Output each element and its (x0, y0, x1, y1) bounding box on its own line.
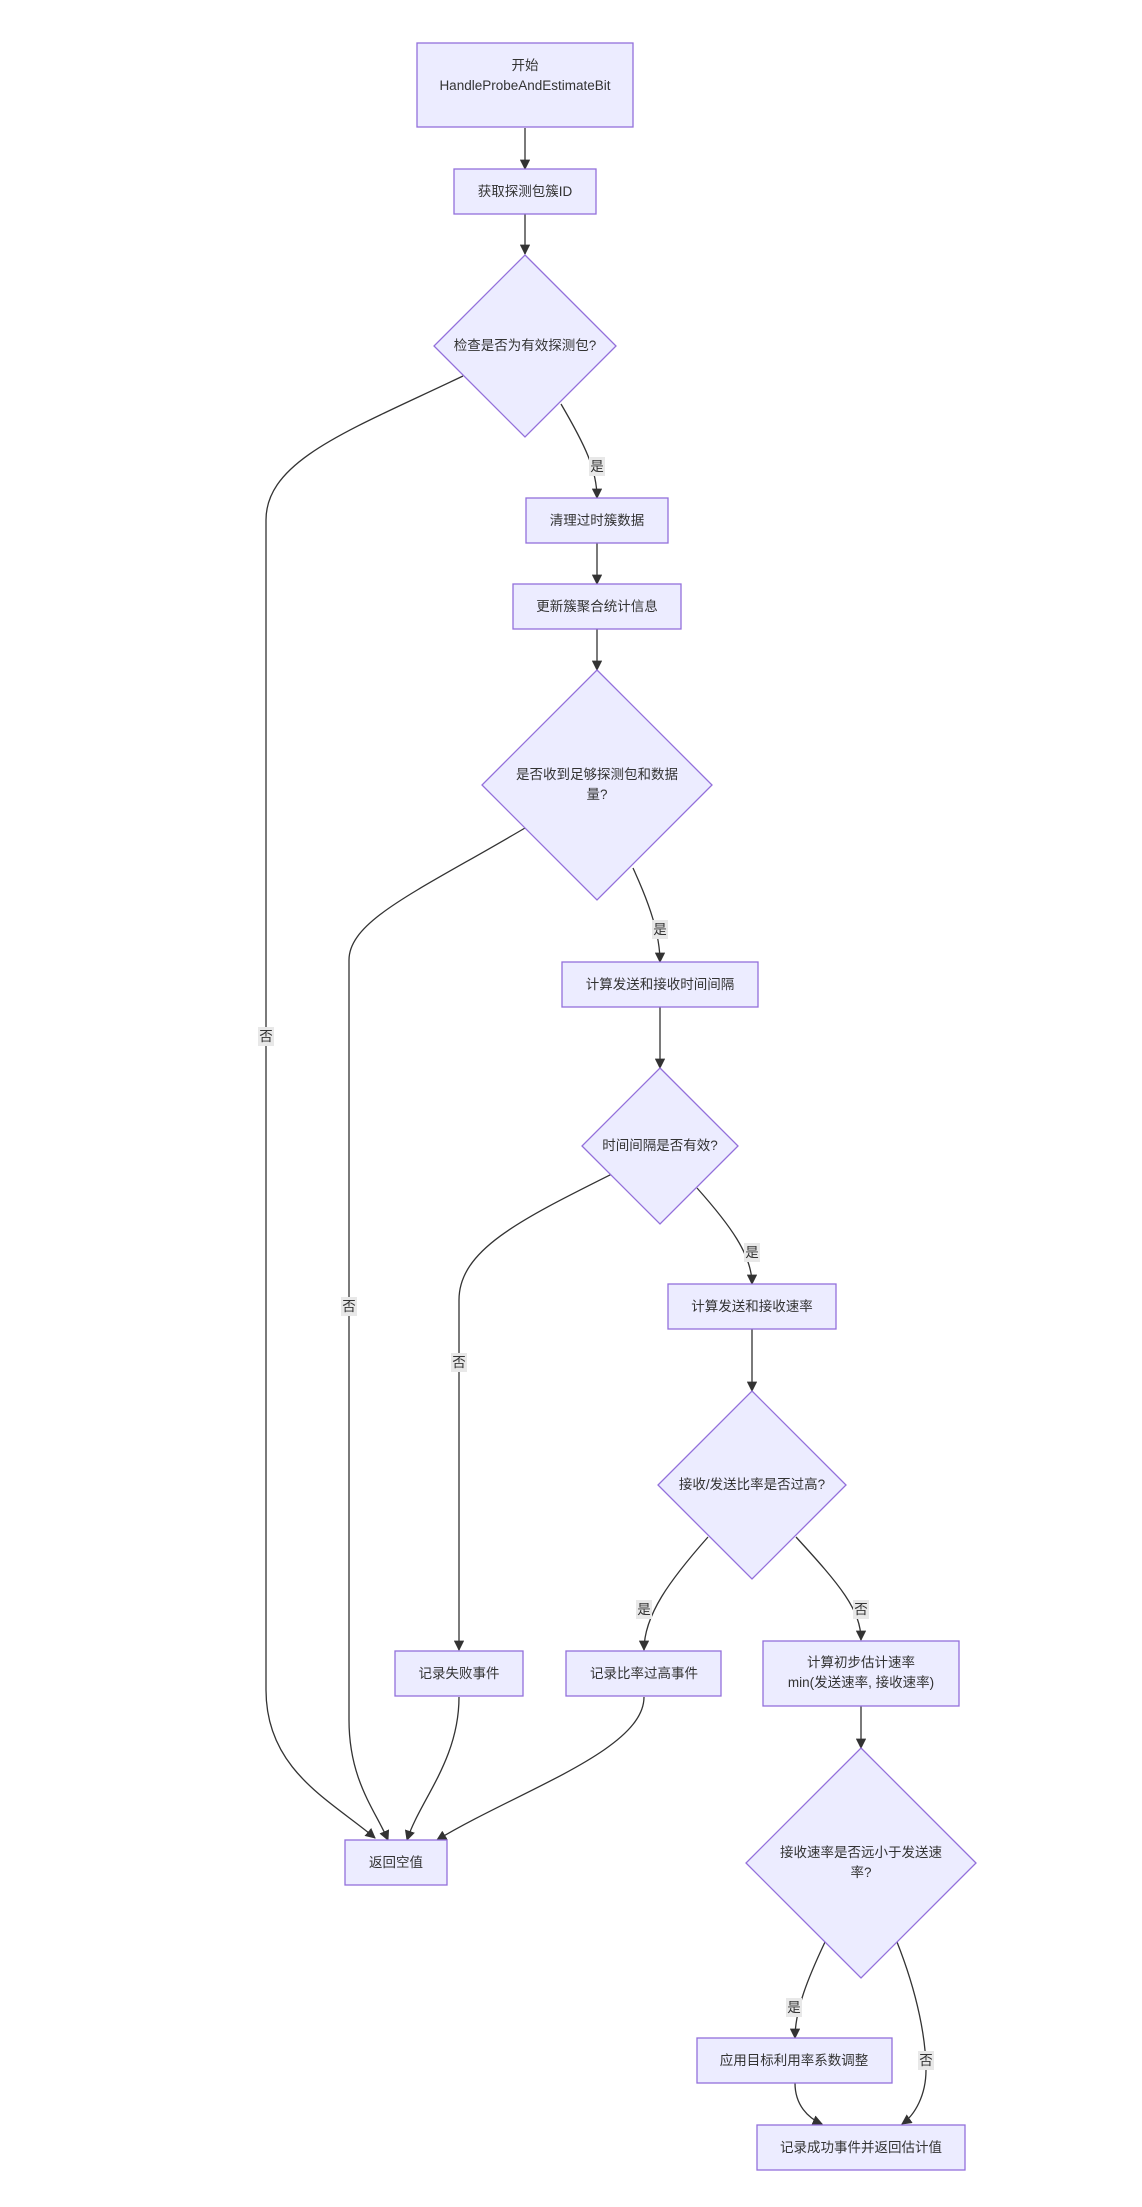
node-apply-util-factor: 应用目标利用率系数调整 (696, 2037, 893, 2084)
edge-recv-no (896, 1941, 927, 2125)
label-ratio-yes: 是 (636, 1600, 652, 1619)
node-initial-estimate: 计算初步估计速率 min(发送速率, 接收速率) (762, 1640, 960, 1707)
node-ratio-too-high: 接收/发送比率是否过高? (657, 1390, 847, 1580)
label-interval-no-text: 否 (452, 1355, 466, 1370)
label-valid-no-text: 否 (259, 1029, 273, 1044)
node-enough-probes: 是否收到足够探测包和数据 量? (481, 669, 713, 901)
node-log-success-return: 记录成功事件并返回估计值 (756, 2124, 966, 2171)
label-recv-no-text: 否 (919, 2053, 933, 2068)
node-interval-valid-text: 时间间隔是否有效? (602, 1138, 718, 1153)
node-calc-intervals-text: 计算发送和接收时间间隔 (586, 976, 735, 992)
nodes: 开始 HandleProbeAndEstimateBit 获取探测包簇ID 检查… (344, 42, 977, 2171)
node-initial-estimate-line2: min(发送速率, 接收速率) (788, 1674, 934, 1690)
label-enough-no-text: 否 (342, 1299, 356, 1314)
node-log-failure-text: 记录失败事件 (419, 1666, 500, 1681)
edge-labels: 是 否 是 否 是 否 是 否 (258, 457, 934, 2070)
node-calc-rates: 计算发送和接收速率 (667, 1283, 837, 1330)
edge-interval-yes (696, 1187, 758, 1286)
node-check-valid-probe-text: 检查是否为有效探测包? (454, 338, 597, 353)
node-recv-much-lower: 接收速率是否远小于发送速 率? (745, 1747, 977, 1979)
node-clean-stale: 清理过时簇数据 (525, 497, 669, 544)
node-get-cluster-id-text: 获取探测包簇ID (478, 184, 573, 199)
node-start-line2: HandleProbeAndEstimateBit (439, 78, 610, 93)
label-enough-yes-text: 是 (653, 922, 667, 937)
edge-log-failure-to-return (404, 1696, 460, 1841)
label-valid-yes-text: 是 (590, 459, 604, 474)
node-return-null-text: 返回空值 (369, 1855, 423, 1870)
edge-ratio-yes (638, 1536, 709, 1652)
node-initial-estimate-line1: 计算初步估计速率 (807, 1654, 915, 1670)
node-check-valid-probe: 检查是否为有效探测包? (433, 254, 617, 438)
edge-recv-yes (789, 1941, 826, 2040)
label-ratio-no-text: 否 (854, 1602, 868, 1617)
node-apply-util-factor-text: 应用目标利用率系数调整 (720, 2052, 869, 2068)
node-calc-rates-text: 计算发送和接收速率 (691, 1298, 813, 1314)
edge-enough-yes (632, 867, 666, 964)
node-recv-much-lower-line2: 率? (850, 1864, 871, 1880)
edge-apply-to-log-success (794, 2082, 823, 2126)
label-enough-no: 否 (341, 1297, 357, 1316)
node-return-null: 返回空值 (344, 1839, 448, 1886)
node-update-stats: 更新簇聚合统计信息 (512, 583, 682, 630)
label-ratio-yes-text: 是 (637, 1602, 651, 1617)
node-clean-stale-text: 清理过时簇数据 (550, 513, 645, 528)
edges (265, 128, 927, 2126)
label-recv-yes: 是 (786, 1998, 802, 2017)
label-recv-no: 否 (918, 2051, 934, 2070)
label-interval-yes-text: 是 (745, 1245, 759, 1260)
edge-check-valid-no (265, 375, 464, 1839)
node-enough-probes-line2: 量? (586, 787, 607, 802)
node-interval-valid: 时间间隔是否有效? (581, 1067, 739, 1225)
edge-log-ratio-to-return (436, 1696, 645, 1841)
node-calc-intervals: 计算发送和接收时间间隔 (561, 961, 759, 1008)
node-ratio-too-high-text: 接收/发送比率是否过高? (679, 1476, 825, 1492)
node-recv-much-lower-line1: 接收速率是否远小于发送速 (780, 1844, 942, 1860)
label-interval-no: 否 (451, 1353, 467, 1372)
node-enough-probes-line1: 是否收到足够探测包和数据 (516, 767, 678, 782)
edge-check-valid-yes (560, 403, 603, 500)
node-update-stats-text: 更新簇聚合统计信息 (536, 598, 658, 614)
label-enough-yes: 是 (652, 920, 668, 939)
node-start: 开始 HandleProbeAndEstimateBit (416, 42, 634, 128)
label-recv-yes-text: 是 (787, 2000, 801, 2015)
node-get-cluster-id: 获取探测包簇ID (453, 168, 597, 215)
node-log-ratio-high-text: 记录比率过高事件 (590, 1665, 698, 1681)
label-ratio-no: 否 (853, 1600, 869, 1619)
label-valid-yes: 是 (589, 457, 605, 476)
label-valid-no: 否 (258, 1027, 274, 1046)
label-interval-yes: 是 (744, 1243, 760, 1262)
node-log-failure: 记录失败事件 (394, 1650, 524, 1697)
edge-enough-no (348, 827, 526, 1841)
node-start-line1: 开始 (512, 58, 540, 73)
node-log-ratio-high: 记录比率过高事件 (565, 1650, 722, 1697)
node-log-success-return-text: 记录成功事件并返回估计值 (780, 2140, 942, 2155)
edge-ratio-no (795, 1536, 867, 1642)
edge-interval-no (453, 1173, 613, 1652)
